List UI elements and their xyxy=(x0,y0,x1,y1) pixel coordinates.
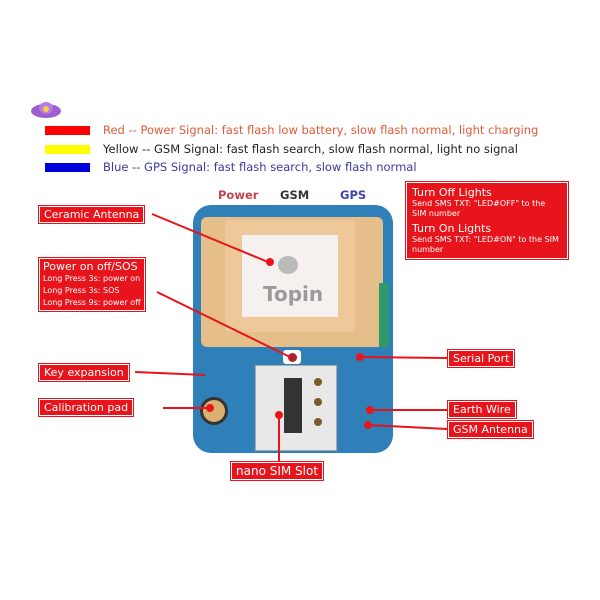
sim-slot xyxy=(255,365,337,451)
legend-red: Red -- Power Signal: fast flash low batt… xyxy=(45,123,538,137)
yellow-swatch xyxy=(45,144,90,154)
gsm-antenna-label: GSM Antenna xyxy=(448,421,533,438)
power-button xyxy=(283,350,301,364)
ceramic-antenna-label: Ceramic Antenna xyxy=(39,206,145,223)
power-sos-label: Power on off/SOS Long Press 3s: power on… xyxy=(39,258,145,311)
turn-off-title: Turn Off Lights xyxy=(412,186,492,199)
earth-wire-label: Earth Wire xyxy=(448,401,516,418)
blue-swatch xyxy=(45,162,90,172)
power-sos-line: Long Press 3s: power on xyxy=(43,274,141,283)
power-led-label: Power xyxy=(218,188,259,202)
turn-on-title: Turn On Lights xyxy=(412,222,492,235)
turn-off-text: Send SMS TXT: "LED#OFF" to the SIM numbe… xyxy=(412,199,546,218)
calibration-pad-label: Calibration pad xyxy=(39,399,134,416)
serial-port-label: Serial Port xyxy=(448,350,515,367)
topin-logo: Topin xyxy=(263,282,324,306)
legend-yellow: Yellow -- GSM Signal: fast flash search,… xyxy=(45,142,518,156)
gsm-led-label: GSM xyxy=(280,188,310,202)
ceramic-antenna: Topin xyxy=(225,220,355,332)
legend-text: Blue -- GPS Signal: fast flash search, s… xyxy=(103,160,417,174)
power-sos-line: Long Press 9s: power off xyxy=(43,298,141,307)
lights-control-box: Turn Off Lights Send SMS TXT: "LED#OFF" … xyxy=(406,182,568,259)
key-expansion-label: Key expansion xyxy=(39,364,129,381)
nano-sim-label: nano SIM Slot xyxy=(231,462,324,480)
power-sos-title: Power on off/SOS xyxy=(43,260,138,273)
brand-logo-icon xyxy=(28,100,64,120)
green-strip xyxy=(379,283,389,347)
power-sos-line: Long Press 3s: SOS xyxy=(43,286,120,295)
legend-blue: Blue -- GPS Signal: fast flash search, s… xyxy=(45,160,417,174)
calibration-pad xyxy=(200,397,228,425)
legend-text: Red -- Power Signal: fast flash low batt… xyxy=(103,123,539,137)
legend-text: Yellow -- GSM Signal: fast flash search,… xyxy=(103,142,518,156)
red-swatch xyxy=(45,125,90,135)
turn-on-text: Send SMS TXT: "LED#ON" to the SIM number xyxy=(412,235,559,254)
gps-tracker-board: Topin xyxy=(193,205,393,453)
gps-led-label: GPS xyxy=(340,188,367,202)
